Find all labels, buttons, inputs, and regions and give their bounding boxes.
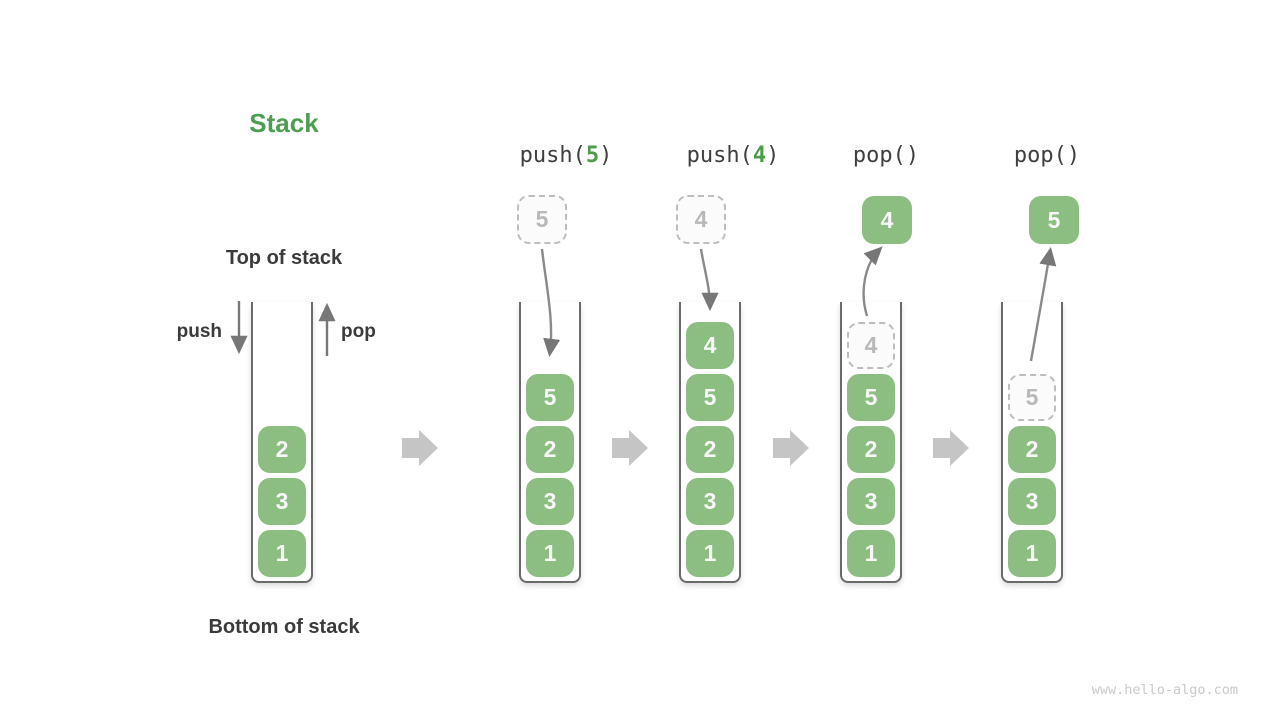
stack-item: 5 [686,374,734,421]
op-header-push-4: push(4) [687,143,780,168]
stack-item: 2 [847,426,895,473]
bottom-of-stack-label: Bottom of stack [208,616,360,638]
stack-item-removed: 5 [1008,374,1056,421]
op-header-pop-2: pop() [1014,143,1080,168]
stack-after-pop-1: 4 5 2 3 1 [840,302,902,583]
diagram-title: Stack [249,108,319,138]
stack-item: 5 [847,374,895,421]
pop-label: pop [341,321,376,342]
call-suffix: ) [766,143,780,168]
step-arrow-4 [933,430,969,466]
stack-item: 1 [526,530,574,577]
step-arrow-2 [612,430,648,466]
step-arrow-1 [402,430,438,466]
popped-value-4: 4 [862,196,912,244]
stack-item: 3 [258,478,306,525]
call-prefix: pop() [1013,143,1081,168]
call-arg: 5 [585,143,600,168]
stack-initial: 2 3 1 [251,302,313,583]
stack-item: 3 [847,478,895,525]
stack-item: 3 [686,478,734,525]
stack-item: 2 [686,426,734,473]
push-label: push [176,321,222,342]
op-header-pop-1: pop() [853,143,919,168]
stack-item-removed: 4 [847,322,895,369]
stack-after-push-4: 4 5 2 3 1 [679,302,741,583]
stack-item: 1 [686,530,734,577]
stack-item: 3 [526,478,574,525]
op-header-push-5: push(5) [520,143,613,168]
stack-item: 1 [1008,530,1056,577]
call-arg: 4 [752,143,767,168]
watermark: www.hello-algo.com [1091,682,1238,698]
stack-item: 4 [686,322,734,369]
stack-item: 5 [526,374,574,421]
call-prefix: push( [686,143,753,168]
stack-item: 2 [1008,426,1056,473]
stack-item: 1 [847,530,895,577]
stack-after-push-5: 5 2 3 1 [519,302,581,583]
top-of-stack-label: Top of stack [225,247,343,269]
floating-value-push-4: 4 [676,195,726,244]
stack-item: 1 [258,530,306,577]
stack-item: 2 [258,426,306,473]
call-suffix: ) [599,143,613,168]
push-4-arrow [699,248,719,312]
step-arrow-3 [773,430,809,466]
stack-after-pop-2: 5 2 3 1 [1001,302,1063,583]
popped-value-5: 5 [1029,196,1079,244]
stack-item: 3 [1008,478,1056,525]
call-prefix: pop() [852,143,920,168]
floating-value-push-5: 5 [517,195,567,244]
stack-item: 2 [526,426,574,473]
call-prefix: push( [519,143,586,168]
